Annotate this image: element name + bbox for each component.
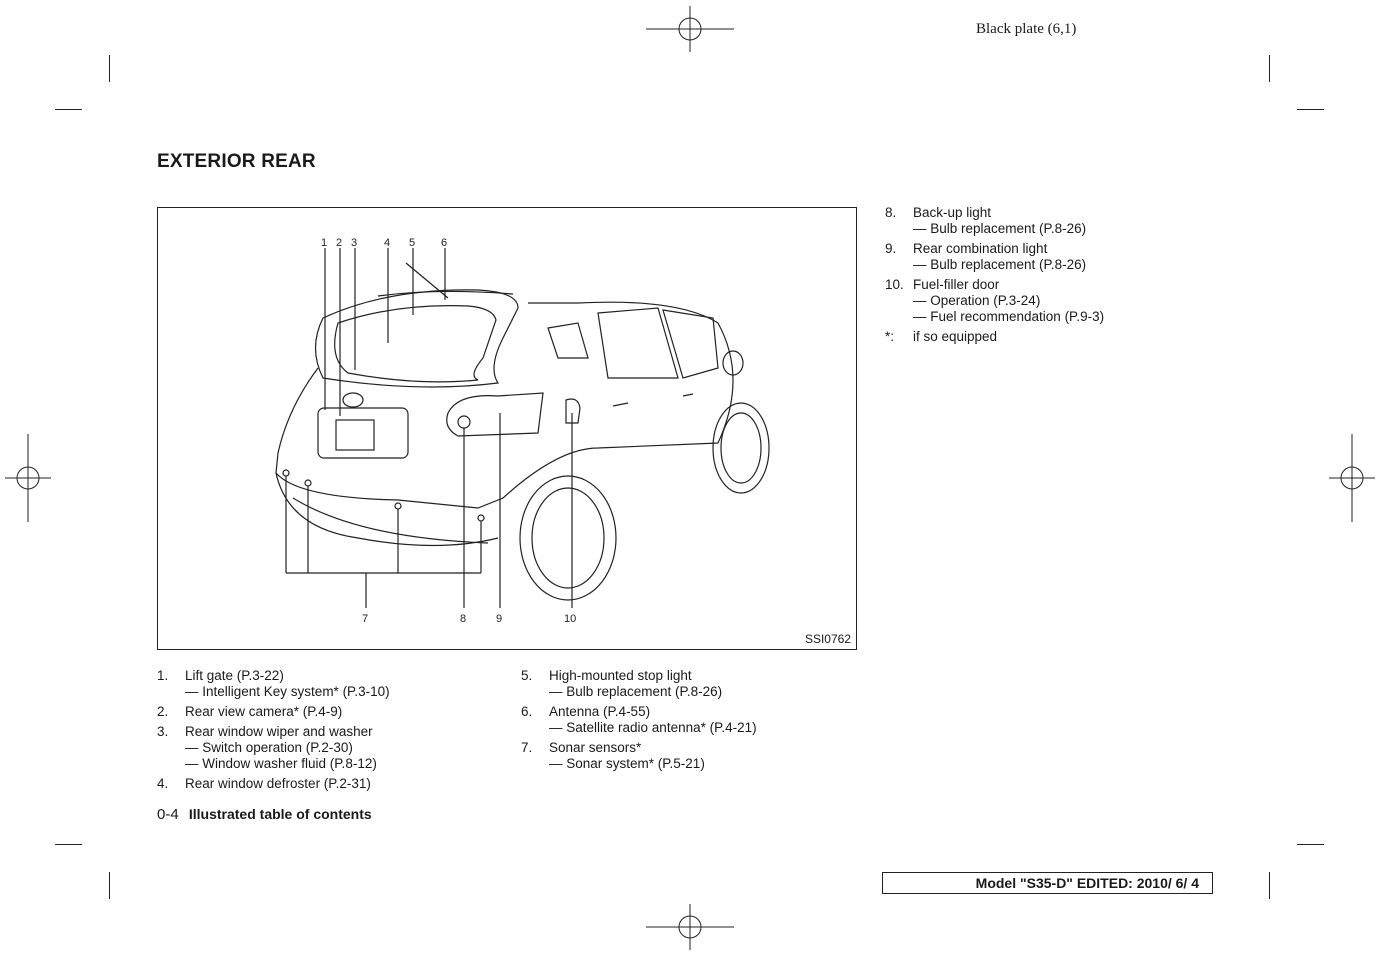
plate-label: Black plate (6,1) — [976, 21, 1077, 37]
vehicle-rear-illustration: 1 2 3 4 5 6 7 8 9 10 — [275, 237, 770, 625]
item-sub-reference: — Intelligent Key system* (P.3-10) — [185, 684, 390, 699]
list-item: 5. High-mounted stop light— Bulb replacem… — [521, 668, 851, 700]
callout-2: 2 — [336, 237, 342, 249]
item-sub-reference: — Operation (P.3-24) — [913, 293, 1041, 308]
page-number: 0-4 — [157, 806, 179, 823]
list-item: 7. Sonar sensors*— Sonar system* (P.5-21) — [521, 740, 851, 772]
page-title: EXTERIOR REAR — [157, 151, 316, 172]
item-sub-reference: — Window washer fluid (P.8-12) — [185, 756, 377, 771]
model-edited-box: Model "S35-D" EDITED: 2010/ 6/ 4 — [882, 872, 1213, 894]
callout-7: 7 — [362, 613, 368, 625]
callout-5: 5 — [409, 237, 415, 249]
callout-6: 6 — [441, 237, 447, 249]
list-item: 2. Rear view camera* (P.4-9) — [157, 704, 507, 720]
callout-4: 4 — [384, 237, 390, 249]
item-number: 5. — [521, 668, 533, 683]
vehicle-figure: 1 2 3 4 5 6 7 8 9 10 SSI0762 — [157, 207, 857, 650]
item-number: 9. — [885, 241, 897, 256]
item-number: 6. — [521, 704, 533, 719]
item-number: 3. — [157, 724, 169, 739]
item-number: *: — [885, 329, 895, 344]
item-label: High-mounted stop light — [549, 668, 692, 683]
item-label: Sonar sensors* — [549, 740, 642, 755]
list-item: 9. Rear combination light— Bulb replaceme… — [885, 241, 1215, 273]
callout-10: 10 — [564, 613, 576, 625]
item-label: Rear window wiper and washer — [185, 724, 373, 739]
list-item: 10. Fuel-filler door— Operation (P.3-24)—… — [885, 277, 1215, 325]
item-sub-reference: — Bulb replacement (P.8-26) — [549, 684, 723, 699]
item-sub-reference: — Switch operation (P.2-30) — [185, 740, 353, 755]
list-item: 6. Antenna (P.4-55)— Satellite radio ante… — [521, 704, 851, 736]
item-sub-reference: — Fuel recommendation (P.9-3) — [913, 309, 1105, 324]
item-number: 8. — [885, 205, 897, 220]
item-label: Fuel-filler door — [913, 277, 1000, 292]
item-sub-reference: — Sonar system* (P.5-21) — [549, 756, 705, 771]
list-item: *: if so equipped — [885, 329, 1215, 345]
section-title: Illustrated table of contents — [188, 806, 372, 822]
item-list-col1: 1. Lift gate (P.3-22)— Intelligent Key sy… — [157, 668, 507, 796]
item-number: 7. — [521, 740, 533, 755]
item-number: 10. — [885, 277, 904, 292]
callout-3: 3 — [351, 237, 357, 249]
item-sub-reference: — Bulb replacement (P.8-26) — [913, 221, 1087, 236]
page-footer: 0-4 Illustrated table of contents — [157, 806, 372, 823]
item-label: Rear combination light — [913, 241, 1048, 256]
item-sub-reference: — Satellite radio antenna* (P.4-21) — [549, 720, 757, 735]
list-item: 4. Rear window defroster (P.2-31) — [157, 776, 507, 792]
item-sub-reference: — Bulb replacement (P.8-26) — [913, 257, 1087, 272]
item-number: 2. — [157, 704, 169, 719]
item-label: Rear view camera* (P.4-9) — [185, 704, 343, 719]
list-item: 1. Lift gate (P.3-22)— Intelligent Key sy… — [157, 668, 507, 700]
list-item: 3. Rear window wiper and washer— Switch o… — [157, 724, 507, 772]
item-label: Lift gate (P.3-22) — [185, 668, 284, 683]
item-number: 4. — [157, 776, 169, 791]
callout-9: 9 — [496, 613, 502, 625]
item-list-col3: 8.Back-up light— Bulb replacement (P.8-2… — [885, 205, 1215, 349]
item-list-col2: 5. High-mounted stop light— Bulb replacem… — [521, 668, 851, 776]
item-label: if so equipped — [913, 329, 998, 344]
item-label: Antenna (P.4-55) — [549, 704, 651, 719]
item-number: 1. — [157, 668, 169, 683]
callout-1: 1 — [321, 237, 327, 249]
item-label: Rear window defroster (P.2-31) — [185, 776, 371, 791]
figure-code: SSI0762 — [804, 632, 851, 646]
list-item: 8. Back-up light— Bulb replacement (P.8-2… — [885, 205, 1215, 237]
item-label: Back-up light — [913, 205, 992, 220]
callout-8: 8 — [460, 613, 466, 625]
